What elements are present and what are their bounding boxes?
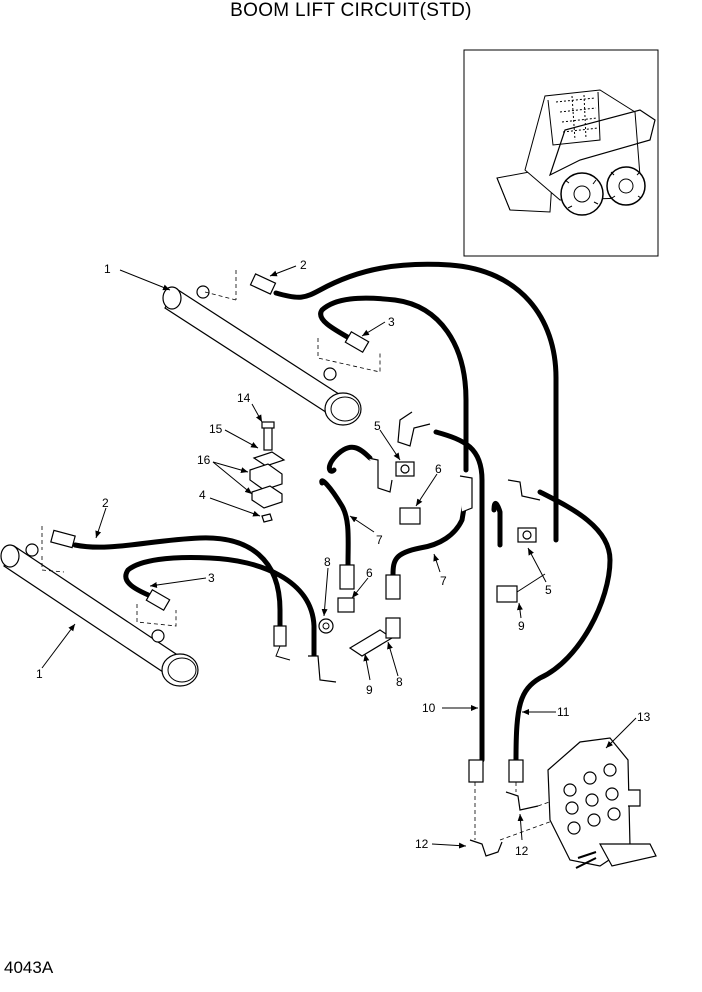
callout-1: 1 xyxy=(36,667,43,681)
callout-3: 3 xyxy=(208,571,215,585)
callout-12: 12 xyxy=(415,837,429,851)
callout-8: 8 xyxy=(324,555,331,569)
callout-7: 7 xyxy=(376,533,383,547)
orifice-washer xyxy=(318,618,334,634)
elbow-fitting xyxy=(308,655,337,683)
hose-end-fitting xyxy=(468,759,484,783)
callout-3: 3 xyxy=(388,315,395,329)
hose-end-fitting xyxy=(249,273,277,295)
machine-inset xyxy=(463,49,659,257)
valve-ports xyxy=(563,763,621,835)
swivel-fitting xyxy=(385,574,401,600)
callout-1: 1 xyxy=(104,262,111,276)
callout-6: 6 xyxy=(435,462,442,476)
elbow-fitting xyxy=(367,457,393,493)
leader-lines xyxy=(41,265,637,849)
clamp-half-lower xyxy=(251,485,283,509)
main-control-valve xyxy=(547,737,657,869)
callout-5: 5 xyxy=(374,419,381,433)
callout-16: 16 xyxy=(197,453,211,467)
callout-10: 10 xyxy=(422,701,436,715)
relief-valve xyxy=(348,617,401,657)
lower-boom-cylinder xyxy=(0,526,199,687)
callout-2: 2 xyxy=(102,496,109,510)
clamp-bolt xyxy=(261,421,275,451)
callout-15: 15 xyxy=(209,422,223,436)
figure-code: 4043A xyxy=(4,958,54,977)
callout-5: 5 xyxy=(545,583,552,597)
hose-end-fitting xyxy=(273,625,291,661)
clamp-nut xyxy=(261,513,273,523)
callout-12: 12 xyxy=(515,844,529,858)
elbow-adapter xyxy=(469,839,503,857)
check-valve xyxy=(399,507,421,525)
callout-7: 7 xyxy=(440,574,447,588)
callout-8: 8 xyxy=(396,675,403,689)
diagram-title: BOOM LIFT CIRCUIT(STD) xyxy=(230,0,472,21)
elbow-fitting xyxy=(459,475,473,513)
tee-fitting xyxy=(395,461,415,477)
tee-fitting xyxy=(517,527,537,543)
callout-6: 6 xyxy=(366,566,373,580)
hose-end-fitting xyxy=(145,588,171,612)
hose-end-fitting xyxy=(344,330,370,354)
hose-end-fitting xyxy=(508,759,524,783)
elbow-fitting xyxy=(507,479,541,501)
hose-end-fitting xyxy=(50,529,76,549)
fittings xyxy=(50,273,556,857)
swivel-fitting xyxy=(339,564,355,590)
callout-14: 14 xyxy=(237,391,251,405)
skid-steer-loader-illustration xyxy=(496,89,656,216)
callout-9: 9 xyxy=(518,619,525,633)
callout-9: 9 xyxy=(366,683,373,697)
callout-2: 2 xyxy=(300,258,307,272)
upper-boom-cylinder xyxy=(162,270,381,426)
callout-13: 13 xyxy=(637,710,651,724)
callout-11: 11 xyxy=(557,705,570,719)
clamp-plate xyxy=(252,451,286,467)
hydraulic-hoses xyxy=(72,261,613,763)
callout-labels: 1 2 3 14 15 16 4 5 6 7 2 3 1 8 6 7 5 9 9… xyxy=(36,258,651,858)
elbow-adapter xyxy=(505,791,539,811)
elbow-fitting xyxy=(397,411,431,447)
callout-4: 4 xyxy=(199,488,206,502)
hose-clamp-assembly xyxy=(249,421,286,523)
clamp-half-upper xyxy=(249,463,283,491)
check-valve xyxy=(337,597,355,613)
check-valve xyxy=(496,573,546,603)
